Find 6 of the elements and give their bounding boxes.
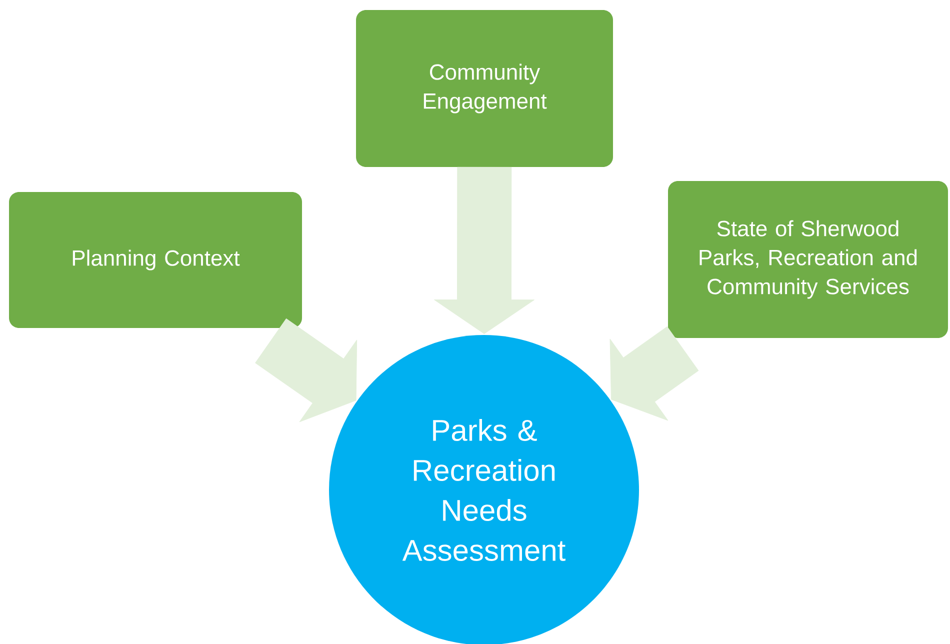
block-arrow: [255, 318, 358, 422]
block-arrow: [434, 166, 534, 334]
input-box: Planning Context: [9, 192, 302, 328]
input-box: Community Engagement: [356, 10, 613, 167]
block-arrow: [610, 326, 699, 421]
input-box: State of Sherwood Parks, Recreation and Community Services: [668, 180, 948, 338]
